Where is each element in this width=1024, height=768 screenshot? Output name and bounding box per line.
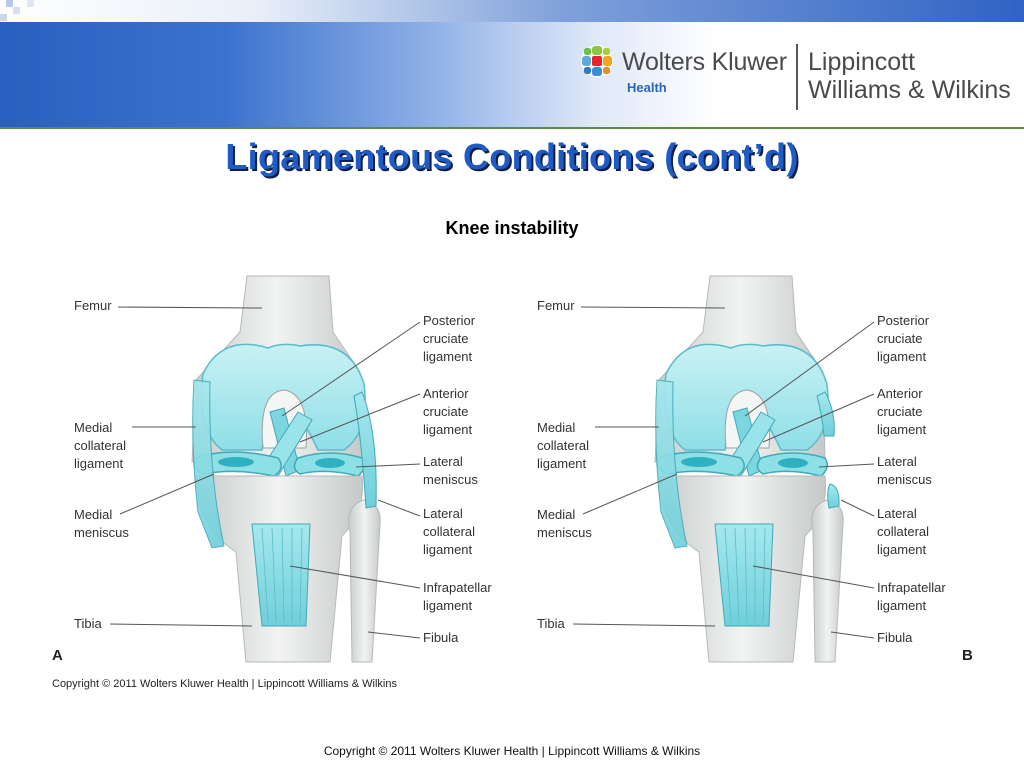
lateral-collateral-ligament-torn-lower-b (827, 483, 840, 509)
medial-meniscus-center-b (681, 457, 717, 467)
fibula-bone-b (811, 499, 844, 663)
label-anterior-cruciate-a-2: cruciate (423, 404, 469, 419)
footer-copyright: Copyright © 2011 Wolters Kluwer Health |… (323, 744, 701, 758)
label-lateral-collateral-b-1: Lateral (877, 506, 917, 521)
leader-lines-b (572, 306, 875, 639)
label-medial-collateral-a-2: collateral (74, 438, 126, 453)
label-anterior-cruciate-b-2: cruciate (877, 404, 923, 419)
label-fibula-a: Fibula (423, 630, 459, 645)
label-posterior-cruciate-b-2: cruciate (877, 331, 923, 346)
label-anterior-cruciate-a-1: Anterior (423, 386, 469, 401)
banner-pixel-decor (0, 14, 7, 21)
label-lateral-meniscus-a-1: Lateral (423, 454, 463, 469)
label-femur-b: Femur (537, 298, 575, 313)
wolters-kluwer-globe-icon (581, 45, 613, 77)
header-rule (0, 127, 1024, 129)
label-medial-meniscus-b-1: Medial (537, 507, 575, 522)
knee-panel-a: Femur Medial collateral ligament Medial … (52, 275, 492, 664)
label-posterior-cruciate-a-3: ligament (423, 349, 473, 364)
label-medial-meniscus-a-2: meniscus (74, 525, 129, 540)
lateral-collateral-ligament-torn-upper-b (816, 391, 835, 437)
panel-letter-a: A (52, 647, 63, 664)
label-posterior-cruciate-b-1: Posterior (877, 313, 930, 328)
label-posterior-cruciate-a-1: Posterior (423, 313, 476, 328)
label-infrapatellar-a-1: Infrapatellar (423, 580, 492, 595)
label-posterior-cruciate-b-3: ligament (877, 349, 927, 364)
knee-panel-b: Femur Medial collateral ligament Medial … (537, 275, 973, 664)
label-medial-collateral-b-3: ligament (537, 456, 587, 471)
knee-anatomy-figure: Femur Medial collateral ligament Medial … (0, 262, 1024, 702)
label-infrapatellar-a-2: ligament (423, 598, 473, 613)
partner-line-2: Williams & Wilkins (808, 76, 1011, 104)
figure-copyright: Copyright © 2011 Wolters Kluwer Health |… (52, 678, 397, 690)
label-anterior-cruciate-a-3: ligament (423, 422, 473, 437)
label-medial-collateral-a-3: ligament (74, 456, 124, 471)
lateral-meniscus-center-a (315, 458, 345, 468)
leader-lines-a (109, 306, 421, 639)
lateral-collateral-ligament-a (353, 391, 377, 509)
label-tibia-b: Tibia (537, 616, 565, 631)
label-tibia-a: Tibia (74, 616, 102, 631)
label-medial-collateral-b-2: collateral (537, 438, 589, 453)
medial-meniscus-center-a (218, 457, 254, 467)
header-banner: Wolters Kluwer Health Lippincott William… (0, 0, 1024, 128)
label-lateral-meniscus-b-2: meniscus (877, 472, 932, 487)
label-lateral-meniscus-b-1: Lateral (877, 454, 917, 469)
panel-letter-b: B (962, 647, 973, 664)
infrapatellar-fibers-b (724, 527, 766, 623)
label-infrapatellar-b-2: ligament (877, 598, 927, 613)
label-lateral-collateral-a-3: ligament (423, 542, 473, 557)
label-lateral-collateral-b-3: ligament (877, 542, 927, 557)
fibula-bone-a (348, 499, 381, 663)
brand-sub: Health (627, 80, 667, 95)
label-medial-collateral-a-1: Medial (74, 420, 112, 435)
partner-line-1: Lippincott (808, 48, 916, 76)
label-lateral-collateral-b-2: collateral (877, 524, 929, 539)
label-infrapatellar-b-1: Infrapatellar (877, 580, 946, 595)
label-anterior-cruciate-b-3: ligament (877, 422, 927, 437)
label-medial-collateral-b-1: Medial (537, 420, 575, 435)
slide-subtitle: Knee instability (445, 218, 579, 238)
label-medial-meniscus-b-2: meniscus (537, 525, 592, 540)
label-medial-meniscus-a-1: Medial (74, 507, 112, 522)
label-fibula-b: Fibula (877, 630, 913, 645)
slide-title: Ligamentous Conditions (cont’d) (225, 136, 799, 177)
medial-collateral-ligament-a (192, 379, 225, 549)
partner-name: Lippincott Williams & Wilkins (808, 48, 1011, 104)
banner-pixel-decor (6, 0, 13, 7)
label-lateral-collateral-a-2: collateral (423, 524, 475, 539)
label-lateral-collateral-a-1: Lateral (423, 506, 463, 521)
banner-pixel-decor (27, 0, 34, 7)
label-femur-a: Femur (74, 298, 112, 313)
label-lateral-meniscus-a-2: meniscus (423, 472, 478, 487)
label-posterior-cruciate-a-2: cruciate (423, 331, 469, 346)
banner-top-strip (0, 0, 1024, 22)
brand-name: Wolters Kluwer (622, 48, 787, 76)
label-anterior-cruciate-b-1: Anterior (877, 386, 923, 401)
infrapatellar-fibers-a (261, 527, 303, 623)
medial-collateral-ligament-b (655, 379, 688, 549)
banner-pixel-decor (13, 7, 20, 14)
brand-divider (796, 44, 798, 110)
lateral-meniscus-center-b (778, 458, 808, 468)
knee-illustration: Femur Medial collateral ligament Medial … (52, 275, 973, 664)
